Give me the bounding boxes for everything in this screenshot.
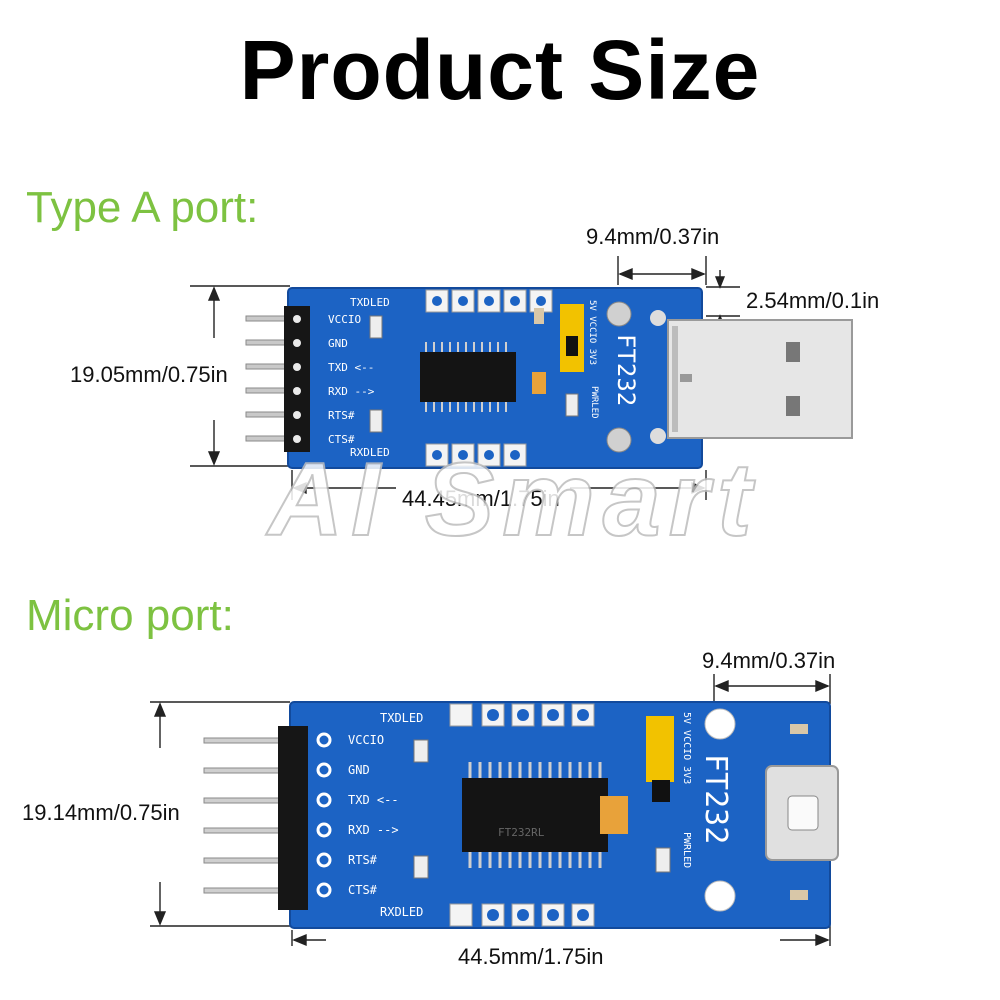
micro-pin-6: CTS# [348, 883, 378, 897]
micro-model: FT232 [698, 754, 733, 844]
type-a-pin-3: TXD <-- [328, 361, 374, 374]
type-a-pin-5: RTS# [328, 409, 355, 422]
watermark-logo: AI Smart [267, 442, 760, 558]
type-a-silk-rxdled: RXDLED [350, 446, 390, 459]
type-a-pin-6: CTS# [328, 433, 355, 446]
micro-silk-rxdled: RXDLED [380, 905, 423, 919]
micro-heading: Micro port: [26, 591, 234, 640]
type-a-voltage: 5V VCCIO 3V3 [587, 300, 597, 365]
micro-height-label: 19.14mm/0.75in [22, 800, 180, 825]
type-a-board: TXDLED RXDLED VCCIO GND TXD <-- RXD --> … [236, 286, 856, 472]
micro-pin-2: GND [348, 763, 370, 777]
micro-pin-1: VCCIO [348, 733, 384, 747]
micro-silk-txdled: TXDLED [380, 711, 423, 725]
micro-length-label: 44.5mm/1.75in [458, 944, 604, 969]
micro-pin-3: TXD <-- [348, 793, 399, 807]
micro-voltage: 5V VCCIO 3V3 [681, 712, 692, 784]
type-a-pin-4: RXD --> [328, 385, 375, 398]
type-a-silk-txdled: TXDLED [350, 296, 390, 309]
micro-pin-4: RXD --> [348, 823, 399, 837]
page-title: Product Size [239, 23, 761, 117]
type-a-pin-1: VCCIO [328, 313, 361, 326]
type-a-connector-width-label: 9.4mm/0.37in [586, 224, 720, 249]
micro-board: FT232RL TXDLED RXDLED VCCIO GND TXD <-- … [200, 700, 840, 932]
micro-chip-label: FT232RL [498, 826, 545, 839]
type-a-height-label: 19.05mm/0.75in [70, 362, 228, 387]
type-a-model: FT232 [612, 334, 640, 406]
type-a-pitch-label: 2.54mm/0.1in [746, 288, 880, 313]
micro-connector-width-label: 9.4mm/0.37in [702, 648, 836, 673]
type-a-heading: Type A port: [26, 183, 259, 232]
type-a-pin-2: GND [328, 337, 348, 350]
micro-pwrled: PWRLED [681, 832, 692, 868]
type-a-length-label: 44.45mm/1.75in [402, 486, 560, 511]
micro-pin-5: RTS# [348, 853, 378, 867]
type-a-pwrled: PWRLED [589, 386, 599, 419]
